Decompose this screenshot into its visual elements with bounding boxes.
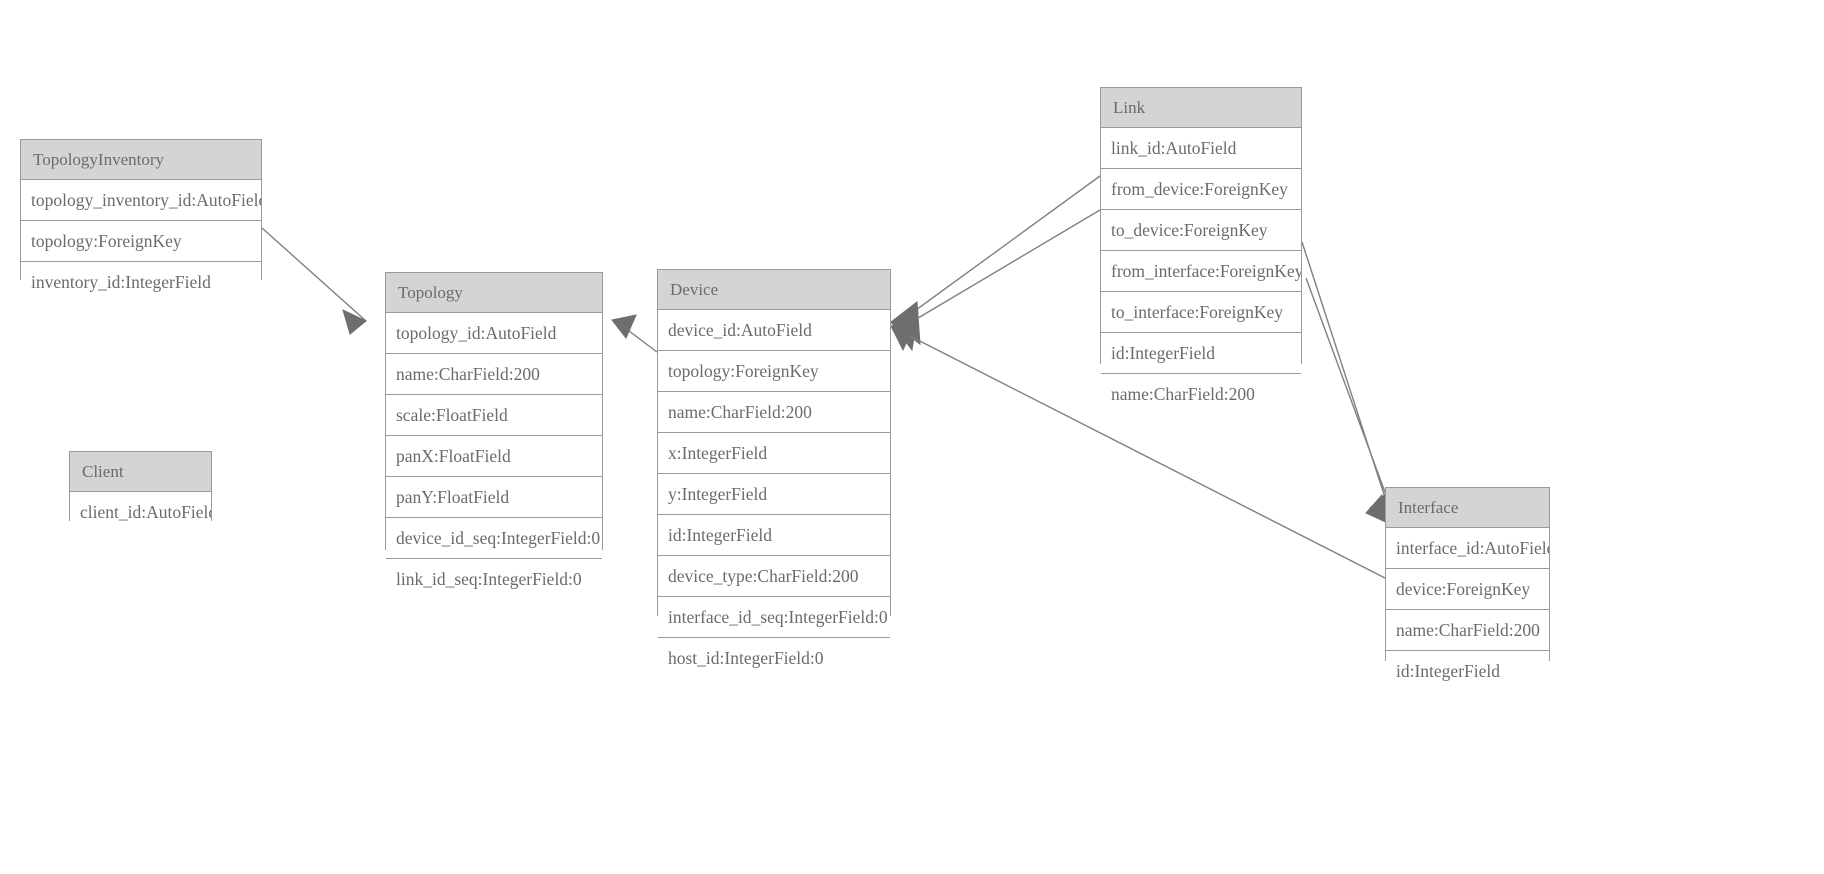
relationship-link-to-device (890, 209, 1101, 352)
field-row[interactable]: name:CharField:200 (658, 392, 890, 433)
relationship-line (261, 227, 367, 322)
field-row[interactable]: name:CharField:200 (1101, 374, 1301, 415)
field-row[interactable]: inventory_id:IntegerField (21, 262, 261, 303)
arrowhead-icon (890, 324, 915, 352)
entity-header-topology: Topology (386, 273, 602, 313)
field-row[interactable]: link_id_seq:IntegerField:0 (386, 559, 602, 600)
field-row[interactable]: device_type:CharField:200 (658, 556, 890, 597)
field-row[interactable]: id:IntegerField (1386, 651, 1549, 692)
field-row[interactable]: topology:ForeignKey (658, 351, 890, 392)
relationship-link-to-interface (1305, 277, 1397, 527)
entity-header-topology_inventory: TopologyInventory (21, 140, 261, 180)
relationship-line (1305, 277, 1397, 523)
field-row[interactable]: scale:FloatField (386, 395, 602, 436)
relationship-topologyinventory-topology (261, 227, 367, 335)
field-row[interactable]: device:ForeignKey (1386, 569, 1549, 610)
field-row[interactable]: link_id:AutoField (1101, 128, 1301, 169)
field-row[interactable]: interface_id:AutoField (1386, 528, 1549, 569)
field-row[interactable]: x:IntegerField (658, 433, 890, 474)
field-row[interactable]: host_id:IntegerField:0 (658, 638, 890, 679)
field-row[interactable]: y:IntegerField (658, 474, 890, 515)
field-row[interactable]: to_interface:ForeignKey (1101, 292, 1301, 333)
arrowhead-icon (342, 309, 367, 335)
entity-header-client: Client (70, 452, 211, 492)
arrowhead-icon (890, 311, 919, 352)
arrowhead-icon (890, 301, 921, 346)
field-row[interactable]: device_id:AutoField (658, 310, 890, 351)
entity-header-link: Link (1101, 88, 1301, 128)
entity-header-device: Device (658, 270, 890, 310)
field-row[interactable]: panX:FloatField (386, 436, 602, 477)
relationship-link-from-interface (1301, 241, 1393, 526)
relationship-link-from-device (890, 175, 1101, 346)
field-row[interactable]: topology_inventory_id:AutoField (21, 180, 261, 221)
field-row[interactable]: topology:ForeignKey (21, 221, 261, 262)
relationship-device-topology (611, 314, 658, 353)
field-row[interactable]: id:IntegerField (1101, 333, 1301, 374)
relationship-line (1301, 241, 1393, 520)
field-row[interactable]: name:CharField:200 (386, 354, 602, 395)
entity-header-interface: Interface (1386, 488, 1549, 528)
field-row[interactable]: panY:FloatField (386, 477, 602, 518)
relationship-line (620, 324, 658, 353)
field-row[interactable]: id:IntegerField (658, 515, 890, 556)
relationship-line (907, 209, 1101, 325)
field-row[interactable]: from_interface:ForeignKey (1101, 251, 1301, 292)
arrowhead-icon (611, 314, 637, 339)
field-row[interactable]: interface_id_seq:IntegerField:0 (658, 597, 890, 638)
field-row[interactable]: topology_id:AutoField (386, 313, 602, 354)
field-row[interactable]: from_device:ForeignKey (1101, 169, 1301, 210)
field-row[interactable]: client_id:AutoField (70, 492, 211, 533)
field-row[interactable]: to_device:ForeignKey (1101, 210, 1301, 251)
field-row[interactable]: device_id_seq:IntegerField:0 (386, 518, 602, 559)
relationship-line (904, 175, 1101, 319)
field-row[interactable]: name:CharField:200 (1386, 610, 1549, 651)
